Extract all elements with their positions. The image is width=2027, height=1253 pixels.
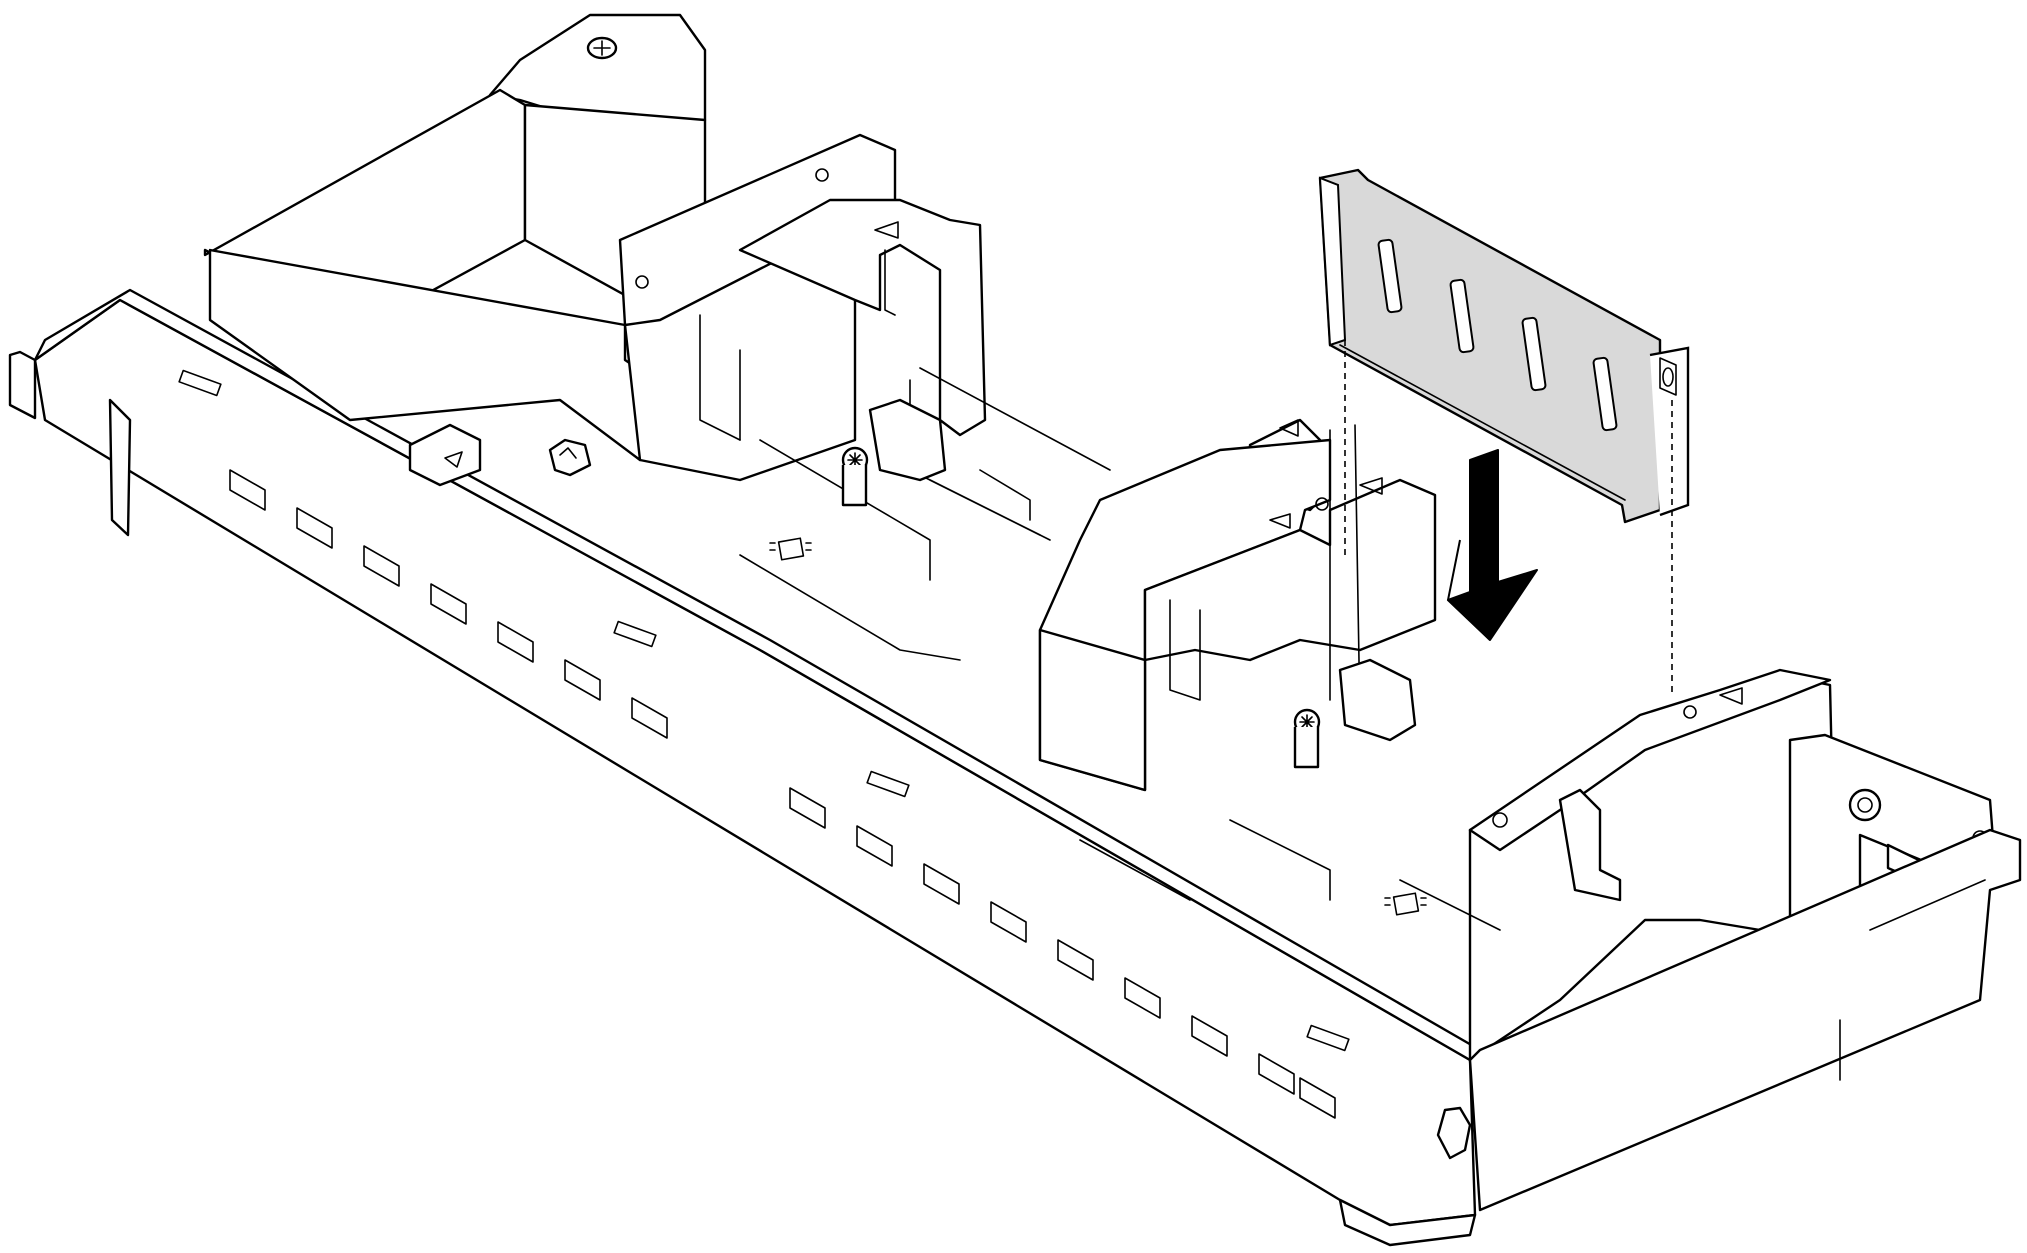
top-screw <box>586 36 618 60</box>
baffle-right-leg <box>1338 1198 1477 1247</box>
dimm-connector-icon <box>613 620 657 648</box>
interior-clip-3 <box>1338 658 1417 742</box>
filler-panel-icon <box>1318 168 1690 524</box>
front-vents-row <box>229 469 1336 1119</box>
processor-socket-icon <box>769 537 812 561</box>
install-down-arrow-icon <box>1446 449 1538 641</box>
right-end-latch <box>1436 1106 1472 1160</box>
interior-clip-1 <box>548 438 592 477</box>
dimm-connector-icon <box>178 369 222 397</box>
dimm-connector-icon <box>866 770 910 798</box>
thumbscrew-icon <box>841 446 869 507</box>
baffle-base-outline <box>8 350 37 420</box>
interior-clip-2 <box>868 398 947 482</box>
dimm-connector-icon <box>1306 1024 1350 1052</box>
right-handle-pivot <box>1848 788 1882 822</box>
center-shroud-side <box>1038 628 1147 792</box>
processor-socket-icon <box>1384 892 1427 916</box>
interior-clip-4 <box>1558 788 1622 902</box>
thumbscrew-icon <box>1293 708 1321 769</box>
alignment-guide-dashed-lines <box>1344 340 1673 695</box>
baffle-left-leg <box>108 398 132 537</box>
rear-clip-left <box>738 198 987 437</box>
air-baffle-icon <box>8 13 2022 1247</box>
